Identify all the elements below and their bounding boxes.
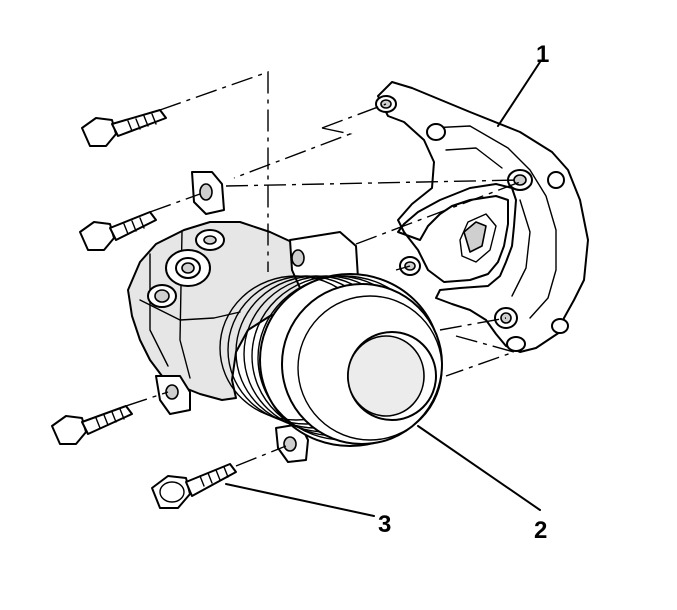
alignment-lines [125, 71, 521, 467]
bolt-upper-middle [79, 211, 157, 251]
bolt-upper [81, 109, 167, 147]
bolt-lower-middle [51, 405, 133, 445]
mounting-bracket [375, 81, 589, 353]
callout-bolt-label: 3 [378, 511, 391, 538]
callout-bracket-label: 1 [536, 41, 549, 68]
compressor-pulley [219, 273, 443, 447]
callout-compressor-label: 2 [534, 517, 547, 544]
bolt-lower [151, 463, 237, 509]
callout-leaders [225, 61, 541, 517]
